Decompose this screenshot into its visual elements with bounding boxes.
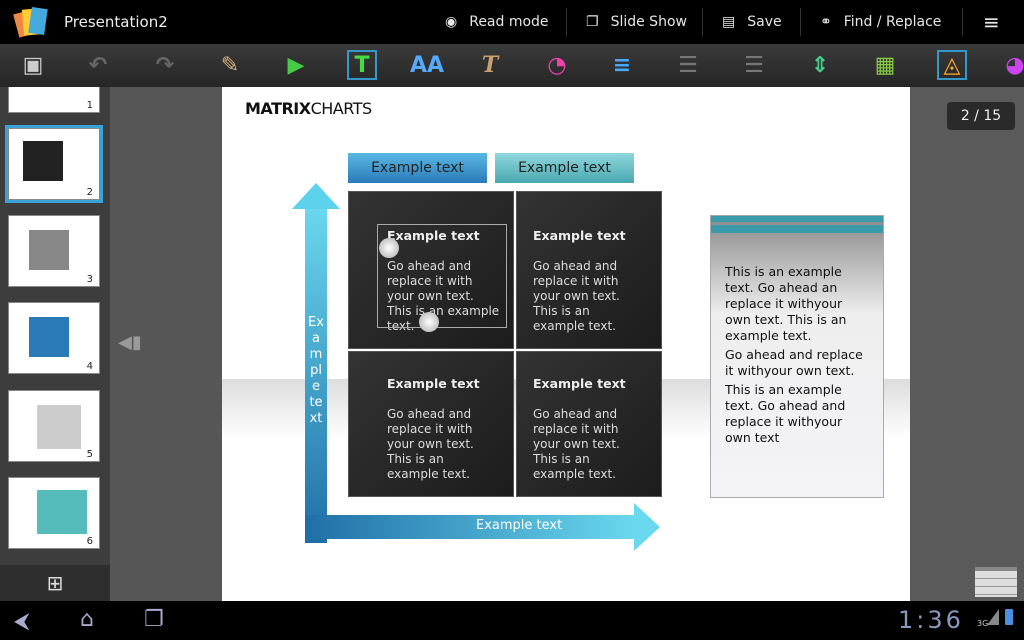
slide-title: MATRIXCHARTS — [245, 99, 372, 118]
document-title: Presentation2 — [64, 13, 168, 31]
save-label: Save — [747, 14, 782, 30]
slide-thumbnail[interactable]: 5 — [8, 390, 100, 462]
side-text-box[interactable]: This is an example text. Go ahead an rep… — [710, 215, 884, 498]
formatting-toolbar: ▣ ↶ ↷ ✎ ▶ T AA T ◔ ≡ ☰ ☰ ⇕ ▦ ◬ ◕ — [0, 44, 1024, 87]
insert-image-icon[interactable]: ▦ — [874, 52, 896, 78]
shape-icon[interactable]: ◬ — [937, 50, 967, 80]
floppy-icon: ▤ — [722, 14, 736, 30]
app-logo-icon — [13, 6, 48, 38]
slide-thumbnail[interactable]: 3 — [8, 215, 100, 287]
matrix-cell[interactable]: Example text Go ahead and replace it wit… — [348, 191, 514, 349]
thumbnail-number: 2 — [86, 187, 93, 198]
back-icon[interactable]: ⮜ — [14, 609, 30, 634]
side-text-paragraph: This is an example text. Go ahead and re… — [725, 382, 846, 445]
thumbnail-number: 4 — [86, 361, 93, 372]
eye-icon: ◉ — [445, 14, 458, 30]
slide-show-label: Slide Show — [610, 14, 687, 30]
thumbnail-number: 3 — [86, 274, 93, 285]
text-style-icon[interactable]: T — [481, 52, 499, 78]
save-icon[interactable]: ▣ — [22, 52, 44, 78]
column-header: Example text — [495, 153, 634, 183]
thumbnail-number: 6 — [86, 536, 93, 547]
add-slide-button[interactable]: ⊞ — [0, 565, 110, 601]
slide-thumbnail[interactable]: 4 — [8, 302, 100, 374]
panel-divider: ◀▮ — [110, 87, 222, 601]
cell-title: Example text — [533, 228, 626, 243]
font-size-icon[interactable]: AA — [409, 52, 445, 78]
clipboard-edit-icon[interactable]: ✎ — [220, 52, 240, 78]
selection-handle-end[interactable] — [419, 312, 439, 332]
collapse-panel-icon[interactable]: ◀▮ — [118, 332, 142, 353]
clock: 1:36 — [898, 606, 964, 634]
slide-thumbnail-panel[interactable]: 1 2 3 4 5 6 ⊞ — [0, 87, 110, 601]
save-button[interactable]: ▤ Save — [722, 0, 782, 44]
recent-apps-icon[interactable]: ❐ — [144, 607, 164, 632]
thumbnail-number: 1 — [86, 100, 93, 111]
cell-body: Go ahead and replace it with your own te… — [533, 259, 620, 333]
redo-icon[interactable]: ↷ — [155, 52, 175, 78]
battery-icon — [1005, 609, 1013, 625]
cell-body: Go ahead and replace it with your own te… — [387, 259, 500, 333]
network-indicator: 3G — [977, 619, 989, 628]
signal-icon — [987, 609, 999, 625]
matrix-cell[interactable]: Example text Go ahead and replace it with… — [348, 351, 514, 497]
notes-icon[interactable] — [975, 567, 1017, 597]
cell-title: Example text — [387, 376, 480, 391]
read-mode-button[interactable]: ◉ Read mode — [445, 0, 549, 44]
matrix-cell[interactable]: Example text Go ahead and replace it with… — [516, 191, 662, 349]
overflow-menu-button[interactable]: ≡ — [983, 0, 1000, 44]
slide-thumbnail[interactable]: 1 — [8, 87, 100, 113]
x-axis-label: Example text — [476, 518, 563, 533]
home-icon[interactable]: ⌂ — [80, 607, 94, 632]
bullet-list-icon[interactable]: ☰ — [678, 52, 698, 78]
cell-body: Go ahead and replace it with your own te… — [387, 407, 474, 481]
numbered-list-icon[interactable]: ☰ — [744, 52, 764, 78]
align-icon[interactable]: ≡ — [612, 52, 632, 78]
undo-icon[interactable]: ↶ — [88, 52, 108, 78]
cell-title: Example text — [387, 228, 480, 243]
text-box-icon[interactable]: T — [347, 50, 377, 80]
binoculars-icon: ⚭ — [820, 14, 832, 30]
slide-show-button[interactable]: ❐ Slide Show — [586, 0, 687, 44]
selection-handle-start[interactable] — [379, 238, 399, 258]
page-indicator: 2 / 15 — [947, 102, 1015, 130]
slide-canvas[interactable]: MATRIXCHARTS Example text Example text E… — [222, 87, 910, 601]
y-axis-label: Example text — [308, 315, 324, 426]
cell-title: Example text — [533, 376, 626, 391]
right-pane: 2 / 15 — [910, 87, 1024, 601]
slide-thumbnail[interactable]: 2 — [5, 125, 103, 203]
text-selection-box[interactable] — [377, 224, 507, 328]
thumbnail-number: 5 — [86, 449, 93, 460]
slide-thumbnail[interactable]: 6 — [8, 477, 100, 549]
find-replace-label: Find / Replace — [843, 14, 942, 30]
system-navigation-bar: ⮜ ⌂ ❐ 1:36 3G — [0, 601, 1024, 640]
matrix-cell[interactable]: Example text Go ahead and replace it with… — [516, 351, 662, 497]
column-header: Example text — [348, 153, 487, 183]
read-mode-label: Read mode — [469, 14, 549, 30]
line-spacing-icon[interactable]: ⇕ — [810, 52, 830, 78]
side-text-paragraph: Go ahead and replace it withyour own tex… — [725, 347, 863, 378]
y-axis-arrow — [305, 205, 327, 543]
text-color-icon[interactable]: ◔ — [547, 52, 567, 78]
side-text-paragraph: This is an example text. Go ahead an rep… — [725, 264, 847, 343]
color-wheel-icon[interactable]: ◕ — [1005, 52, 1024, 78]
cell-body: Go ahead and replace it with your own te… — [533, 407, 620, 481]
insert-media-icon[interactable]: ▶ — [287, 52, 305, 78]
action-bar: Presentation2 ◉ Read mode ❐ Slide Show ▤ Sa… — [0, 0, 1024, 44]
menu-icon: ≡ — [983, 10, 1000, 34]
find-replace-button[interactable]: ⚭ Find / Replace — [820, 0, 941, 44]
slideshow-icon: ❐ — [586, 14, 599, 30]
x-axis-arrow — [305, 515, 635, 539]
